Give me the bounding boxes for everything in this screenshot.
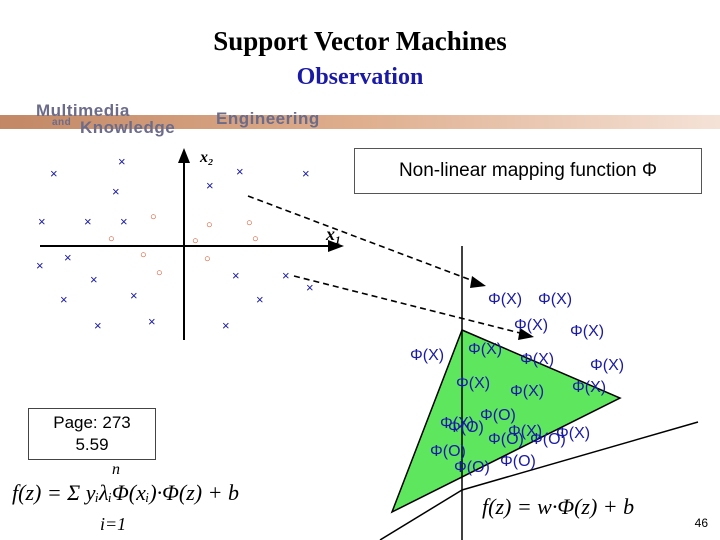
phi-x-point: Φ(X) (410, 347, 444, 364)
cross-point: × (306, 280, 314, 295)
cross-point: × (236, 164, 244, 179)
phi-x-point: Φ(X) (440, 415, 474, 432)
page-reference-box: Page: 273 5.59 (28, 408, 156, 460)
circle-point: ○ (246, 217, 253, 229)
cross-point: × (120, 214, 128, 229)
phi-x-point: Φ(X) (508, 423, 542, 440)
banner-bar (0, 115, 720, 129)
phi-o-point: Φ(O) (500, 453, 536, 470)
phi-x-point: Φ(X) (570, 323, 604, 340)
cross-point: × (36, 258, 44, 273)
cross-point: × (206, 178, 214, 193)
feature-axis-left (379, 489, 463, 540)
phi-x-point: Φ(X) (510, 383, 544, 400)
x2-label: x₂ (199, 149, 214, 166)
cross-point: × (282, 268, 290, 283)
page-number: 46 (694, 516, 708, 530)
cross-point: × (148, 314, 156, 329)
formula-left-sum-lower: i=1 (100, 514, 126, 534)
logo-and: and (52, 117, 72, 128)
phi-o-point: Φ(O) (480, 407, 516, 424)
cross-point: × (84, 214, 92, 229)
phi-x-point: Φ(X) (590, 357, 624, 374)
phi-x-point: Φ(X) (456, 375, 490, 392)
cross-point: × (50, 166, 58, 181)
mapping-arrowhead-icon (518, 328, 534, 340)
phi-o-point: Φ(O) (430, 443, 466, 460)
circle-points: ○ ○ ○ ○ ○ ○ ○ ○ ○ (108, 211, 259, 279)
phi-x-point: Φ(X) (556, 425, 590, 442)
formula-right: f(z) = w·Φ(z) + b (482, 494, 634, 519)
mapping-function-label: Non-linear mapping function Φ (354, 148, 702, 194)
feature-points: Φ(X) Φ(X) Φ(X) Φ(X) Φ(X) Φ(X) Φ(X) Φ(X) … (410, 291, 624, 476)
section-reference: 5.59 (75, 435, 109, 454)
circle-point: ○ (252, 233, 259, 245)
phi-o-point: Φ(O) (454, 459, 490, 476)
cross-point: × (94, 318, 102, 333)
mapping-arrow-upper (247, 195, 477, 283)
separating-plane (390, 329, 622, 514)
formula-left-sum-upper: n (112, 461, 120, 478)
phi-o-point: Φ(O) (448, 419, 484, 436)
phi-x-point: Φ(X) (468, 341, 502, 358)
x1-arrow-icon (328, 240, 344, 252)
circle-point: ○ (156, 267, 163, 279)
slide-title: Support Vector Machines (213, 26, 507, 56)
cross-point: × (64, 250, 72, 265)
cross-points: × × × × × × × × × × × × × × × × × × × × … (36, 154, 314, 333)
phi-x-point: Φ(X) (488, 291, 522, 308)
circle-point: ○ (108, 233, 115, 245)
page-reference: Page: 273 (53, 413, 131, 432)
phi-o-point: Φ(O) (530, 431, 566, 448)
phi-o-point: Φ(O) (488, 431, 524, 448)
circle-point: ○ (206, 219, 213, 231)
circle-point: ○ (192, 235, 199, 247)
cross-point: × (112, 184, 120, 199)
phi-x-point: Φ(X) (514, 317, 548, 334)
cross-point: × (222, 318, 230, 333)
cross-point: × (90, 272, 98, 287)
cross-point: × (60, 292, 68, 307)
circle-point: ○ (150, 211, 157, 223)
logo-engineering: Engineering (216, 109, 320, 128)
phi-x-point: Φ(X) (520, 351, 554, 368)
logo-knowledge: Knowledge (80, 118, 176, 137)
cross-point: × (302, 166, 310, 181)
cross-point: × (232, 268, 240, 283)
x1-label: x₁ (325, 224, 341, 244)
x2-arrow-icon (178, 148, 190, 163)
circle-point: ○ (204, 253, 211, 265)
mapping-arrowhead-icon (470, 276, 486, 288)
cross-point: × (118, 154, 126, 169)
cross-point: × (256, 292, 264, 307)
cross-point: × (38, 214, 46, 229)
cross-point: × (130, 288, 138, 303)
logo-banner: Multimedia and Knowledge Engineering (0, 100, 720, 140)
feature-axis-right (461, 421, 699, 491)
phi-x-point: Φ(X) (572, 379, 606, 396)
circle-point: ○ (140, 249, 147, 261)
formula-left: f(z) = Σ yᵢλᵢΦ(xᵢ)·Φ(z) + b (12, 480, 239, 505)
slide-subtitle: Observation (296, 64, 424, 90)
phi-x-point: Φ(X) (538, 291, 572, 308)
logo-multimedia: Multimedia (36, 101, 130, 120)
